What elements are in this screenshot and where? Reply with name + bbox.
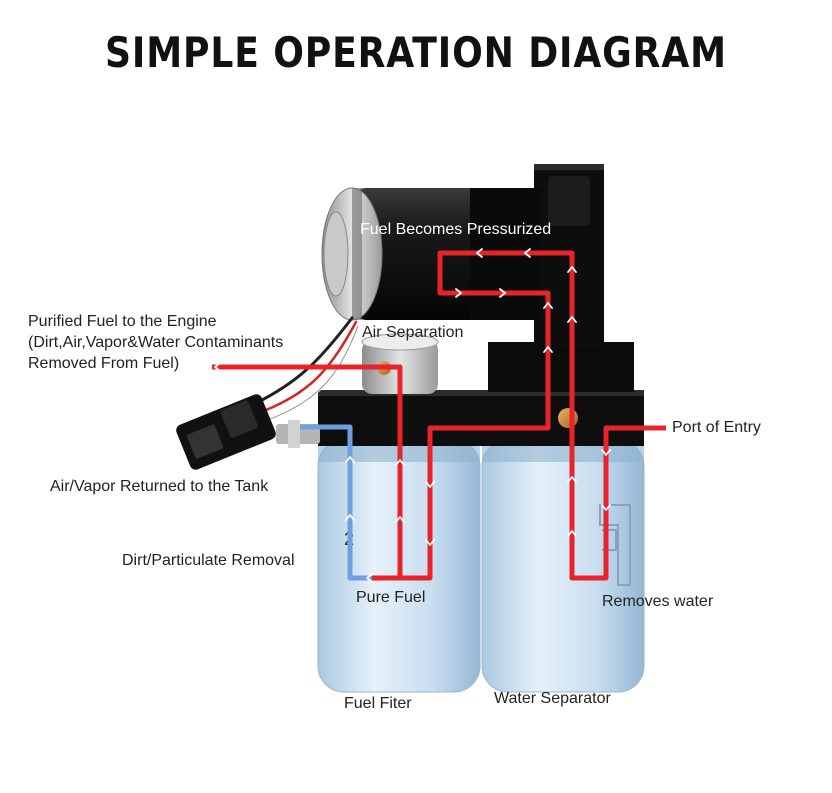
arrow-down-icon bbox=[425, 481, 435, 488]
label-fuel-filter: Fuel Fiter bbox=[344, 695, 412, 712]
outlet-flow-line bbox=[212, 364, 403, 581]
arrow-down-icon bbox=[601, 504, 611, 511]
electrical-connector-icon bbox=[176, 394, 276, 470]
arrow-up-icon bbox=[395, 516, 405, 523]
arrow-up-icon bbox=[543, 346, 553, 353]
page-title: SIMPLE OPERATION DIAGRAM bbox=[105, 28, 727, 77]
arrow-right-icon bbox=[455, 288, 462, 298]
label-removes-water: Removes water bbox=[602, 593, 714, 610]
filter-outlet-flow-line bbox=[400, 250, 666, 581]
label-air-separation: Air Separation bbox=[362, 324, 464, 341]
arrow-up-icon bbox=[543, 302, 553, 309]
label-dirt-particulate-removal: Dirt/Particulate Removal bbox=[122, 552, 295, 569]
arrow-up-icon bbox=[567, 316, 577, 323]
label-purified-fuel-line3: Removed From Fuel) bbox=[28, 355, 180, 372]
arrow-down-icon bbox=[601, 449, 611, 456]
label-purified-fuel-line1: Purified Fuel to the Engine bbox=[28, 313, 217, 330]
label-fuel-becomes-pressurized: Fuel Becomes Pressurized bbox=[360, 221, 552, 238]
air-return-flow-line bbox=[300, 424, 372, 581]
arrow-left-icon bbox=[476, 248, 483, 258]
arrow-up-icon bbox=[395, 459, 405, 466]
arrow-left-icon bbox=[524, 248, 531, 258]
pump-housing-base bbox=[318, 342, 644, 446]
logo-mark-icon bbox=[599, 504, 631, 586]
arrow-up-icon bbox=[567, 476, 577, 483]
label-air-vapor-returned: Air/Vapor Returned to the Tank bbox=[50, 478, 269, 495]
arrow-down-icon bbox=[425, 539, 435, 546]
label-pure-fuel: Pure Fuel bbox=[356, 589, 426, 606]
arrow-up-icon bbox=[345, 456, 355, 463]
arrow-up-icon bbox=[567, 530, 577, 537]
wiring-harness bbox=[260, 316, 360, 422]
air-separator-cylinder bbox=[361, 333, 439, 394]
arrow-up-icon bbox=[567, 266, 577, 273]
return-fitting bbox=[276, 420, 320, 448]
label-purified-fuel-line2: (Dirt,Air,Vapor&Water Contaminants bbox=[28, 334, 284, 351]
arrow-left-icon bbox=[366, 573, 373, 583]
water-separator-canister bbox=[481, 439, 645, 693]
arrow-left-icon bbox=[214, 362, 221, 372]
label-port-of-entry: Port of Entry bbox=[672, 419, 761, 436]
arrow-right-icon bbox=[499, 288, 506, 298]
label-water-separator: Water Separator bbox=[494, 690, 611, 707]
arrow-up-icon bbox=[345, 514, 355, 521]
inlet-fitting-icon bbox=[558, 408, 578, 428]
